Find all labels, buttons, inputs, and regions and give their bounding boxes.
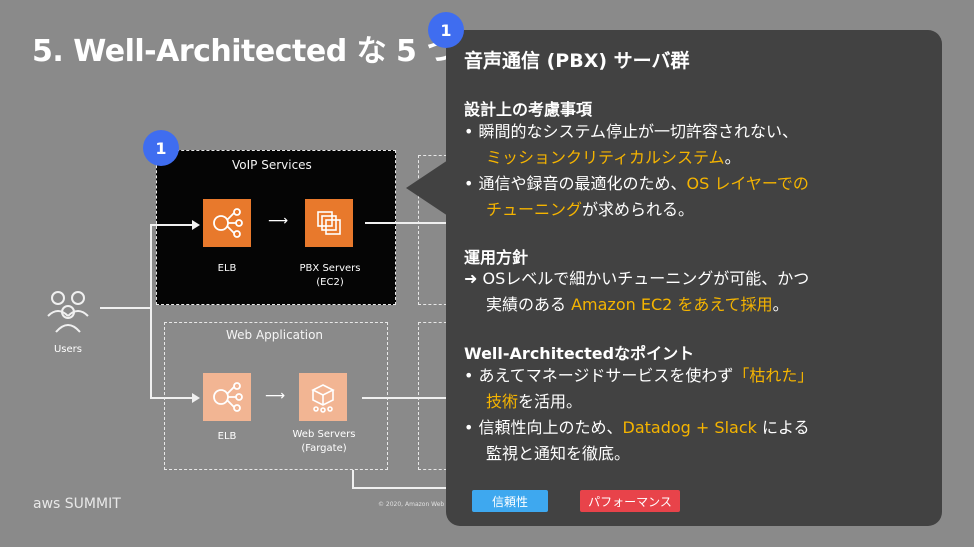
detail-panel: 音声通信 (PBX) サーバ群 設計上の考慮事項 • 瞬間的なシステム停止が一切… (446, 30, 942, 526)
web-servers-label: Web Servers (292, 429, 356, 440)
aws-summit-logo: aws SUMMIT (33, 496, 121, 512)
design-item-1-cont: ミッションクリティカルシステム。 (486, 145, 741, 171)
return-vertical (352, 470, 354, 488)
wa-item-1-highlight-2: 技術 (486, 392, 519, 411)
wa-item-2-cont: 監視と通知を徹底。 (486, 444, 631, 463)
return-horizontal (352, 487, 447, 489)
ec2-icon (305, 199, 353, 247)
branch-vertical (150, 224, 152, 398)
wa-item-2-text: • 信頼性向上のため、 (464, 418, 623, 437)
design-item-2-highlight-2: チューニング (486, 200, 583, 219)
design-item-2-text: • 通信や録音の最適化のため、 (464, 174, 687, 193)
elb-bottom-label: ELB (217, 431, 237, 442)
web-servers-sublabel: (Fargate) (301, 443, 347, 454)
web-application-group (164, 322, 388, 470)
design-item-2: • 通信や録音の最適化のため、OS レイヤーでの (464, 171, 809, 197)
arrow-elb-to-web: ⟶ (265, 388, 286, 404)
wa-item-2-suffix: による (756, 418, 810, 437)
branch-top (150, 224, 194, 226)
wa-item-1-suffix: を活用。 (518, 392, 583, 411)
panel-title: 音声通信 (PBX) サーバ群 (464, 50, 690, 72)
users-label: Users (53, 344, 82, 355)
design-item-2-highlight: OS レイヤーでの (686, 174, 809, 193)
ops-item-suffix: 。 (772, 295, 789, 314)
voip-services-label: VoIP Services (232, 158, 312, 172)
wa-item-1-highlight: 「枯れた」 (733, 366, 814, 385)
web-application-label: Web Application (226, 328, 324, 342)
wa-item-2: • 信頼性向上のため、Datadog + Slack による (464, 415, 810, 441)
arrowhead-bottom (192, 393, 200, 403)
diagram-step-badge[interactable]: 1 (143, 130, 179, 166)
design-item-2-cont: チューニングが求められる。 (486, 197, 694, 223)
branch-bottom (150, 397, 194, 399)
wa-item-1: • あえてマネージドサービスを使わず「枯れた」 (464, 363, 813, 389)
wa-item-1-cont: 技術を活用。 (486, 389, 582, 415)
wa-item-1-text: • あえてマネージドサービスを使わず (464, 366, 734, 385)
web-out-line (362, 397, 447, 399)
pbx-servers-sublabel: (EC2) (316, 277, 344, 288)
ops-item-prefix: 実績のある (486, 295, 572, 314)
tag-reliability[interactable]: 信頼性 (472, 490, 548, 512)
users-connector (100, 307, 152, 309)
tag-performance[interactable]: パフォーマンス (580, 490, 680, 512)
elb-icon-bottom (203, 373, 251, 421)
panel-step-badge[interactable]: 1 (428, 12, 464, 48)
ops-item-1-cont: 実績のある Amazon EC2 をあえて採用。 (486, 292, 789, 318)
design-item-1: • 瞬間的なシステム停止が一切許容されない、 (464, 122, 799, 141)
arrowhead-top (192, 220, 200, 230)
users-icon (44, 288, 92, 338)
wa-item-2-highlight: Datadog + Slack (622, 418, 757, 437)
design-item-1-highlight: ミッションクリティカルシステム (486, 148, 725, 167)
arrow-elb-to-pbx: ⟶ (268, 213, 289, 229)
copyright-text: © 2020, Amazon Web (378, 501, 445, 508)
design-heading: 設計上の考慮事項 (464, 100, 593, 119)
panel-pointer (406, 160, 448, 216)
ops-item-1: ➜ OSレベルで細かいチューニングが可能、かつ (464, 269, 810, 288)
pbx-out-line (365, 222, 447, 224)
wa-heading: Well-Architectedなポイント (464, 344, 695, 363)
ops-heading: 運用方針 (464, 248, 529, 267)
pbx-servers-label: PBX Servers (299, 263, 361, 274)
elb-icon (203, 199, 251, 247)
ops-item-highlight: Amazon EC2 をあえて採用 (571, 295, 773, 314)
elb-top-label: ELB (217, 263, 237, 274)
design-item-2-suffix: が求められる。 (582, 200, 695, 219)
design-item-1-suffix: 。 (724, 148, 741, 167)
fargate-icon (299, 373, 347, 421)
